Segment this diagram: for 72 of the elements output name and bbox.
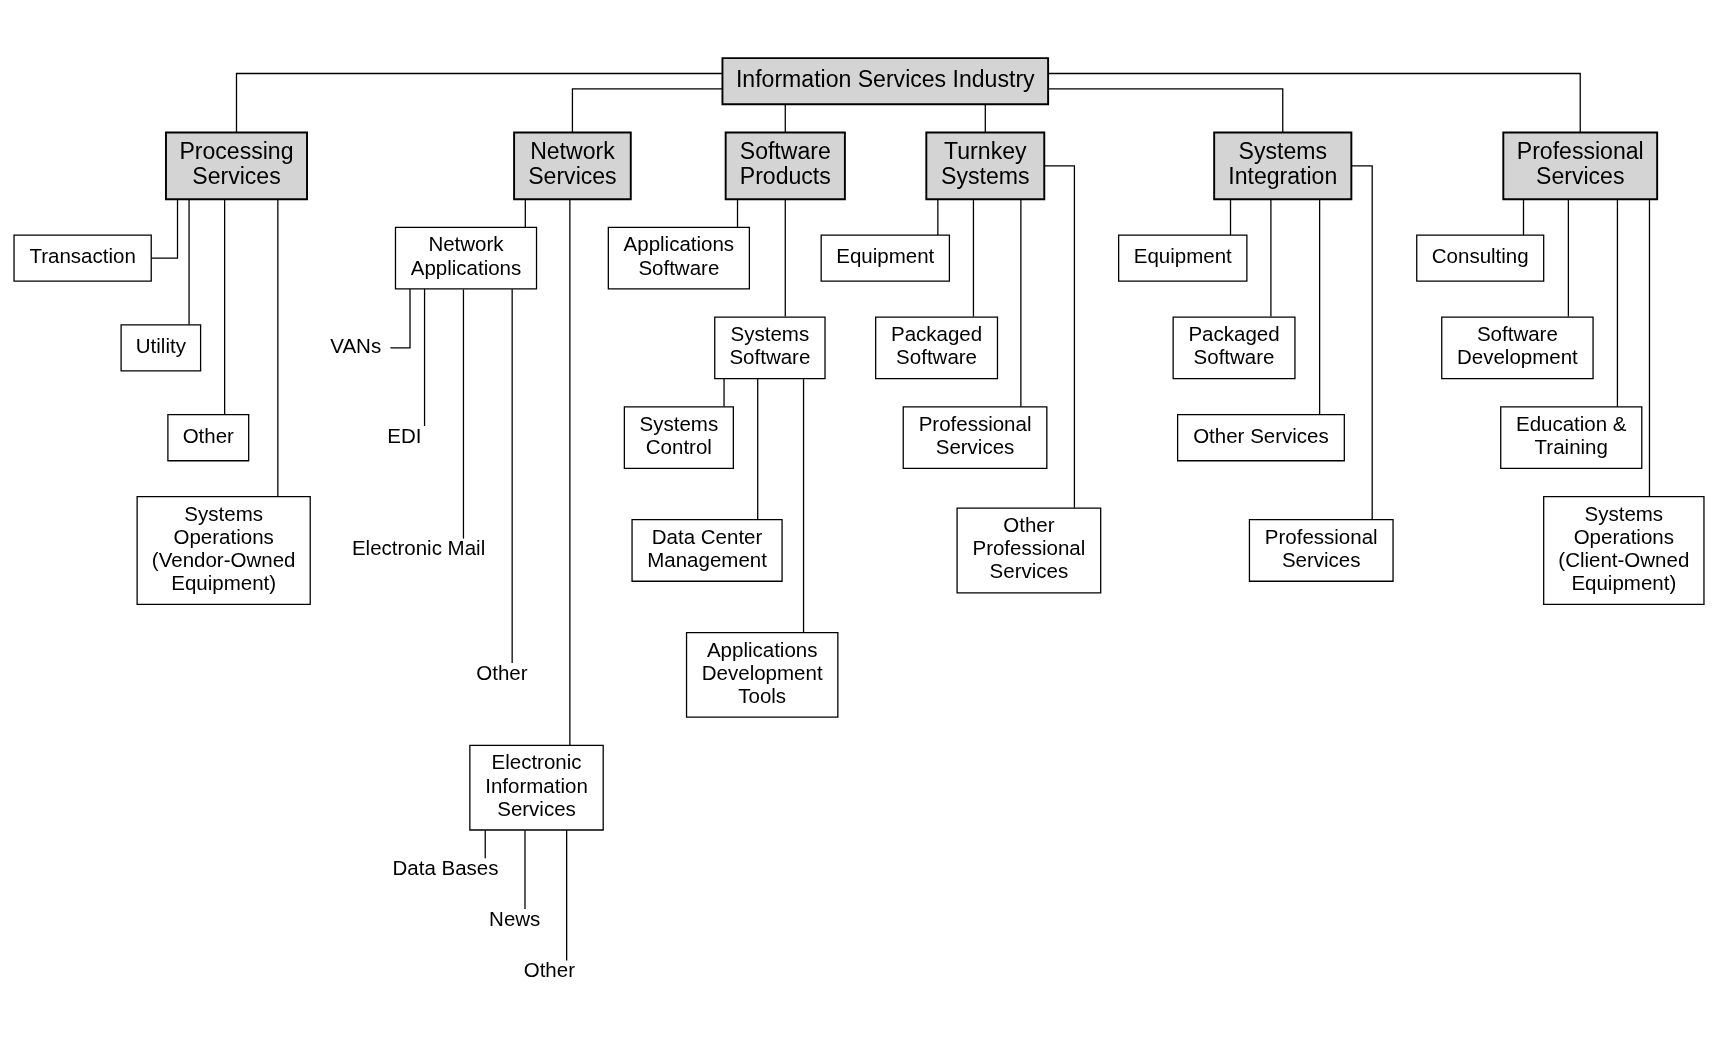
connector [1048,88,1284,133]
node-box: Education & Training [1500,406,1643,470]
connector [1047,72,1581,133]
node-box: Network Applications [394,226,538,290]
connector [784,103,786,133]
connector [1319,199,1321,416]
connector [1229,199,1232,236]
node-box: Packaged Software [875,316,999,380]
connector [235,72,724,133]
connector [389,288,411,349]
connector [224,199,226,416]
node-box: Transaction [13,234,152,282]
node-box: Software Development [1441,316,1594,380]
node-box: Utility [120,324,202,372]
node-text: EDI [387,423,422,447]
connector [566,829,568,962]
connector [757,378,759,521]
connector [524,199,526,228]
node-text: News [489,906,541,930]
node-text: Electronic Mail [351,536,486,560]
node-box: Systems Control [623,406,734,470]
connector [277,198,279,498]
connector [984,103,986,133]
connector [524,829,526,910]
connector [736,199,739,228]
connector [1020,199,1022,408]
node-box: Other Services [1176,413,1345,462]
node-box: Professional Services [1502,131,1659,201]
connector [723,378,725,408]
connector [802,378,805,633]
node-box: Systems Operations (Vendor-Owned Equipment) [136,496,311,605]
node-box: Equipment [1118,234,1248,282]
node-box: Software Products [724,131,846,201]
node-text: VANs [330,333,382,357]
node-box: Systems Operations (Client-Owned Equipment) [1543,496,1705,605]
connector [511,288,513,664]
connector [571,88,724,133]
node-box: Systems Software [714,316,826,380]
connector [484,829,486,859]
node-box: Other Professional Services [956,507,1102,594]
connector [1270,198,1272,318]
connector [150,199,179,259]
node-box: Data Center Management [631,519,783,582]
node-box: Other [167,413,250,462]
node-box: Network Services [513,131,632,201]
connector [937,199,939,236]
node-box: Professional Services [902,406,1048,470]
connector [1616,199,1619,408]
connector [188,198,190,326]
node-box: Systems Integration [1213,131,1353,201]
connector [569,198,571,746]
node-box: Packaged Software [1172,316,1296,380]
node-box: Consulting [1416,234,1545,282]
connector [1648,198,1651,498]
connector [1044,165,1076,509]
node-box: Electronic Information Services [469,744,604,831]
node-box: Applications Development Tools [685,631,839,718]
node-text: Other [476,660,528,684]
connector [423,288,426,427]
connector [1522,199,1525,236]
node-box: Equipment [820,234,951,282]
node-box: Information Services Industry [721,57,1050,106]
node-box: Professional Services [1248,519,1394,582]
node-box: Processing Services [165,131,308,201]
node-box: Turnkey Systems [925,131,1046,201]
connector [462,288,465,540]
node-text: Data Bases [392,855,499,879]
connector [784,198,786,318]
connector [972,198,975,318]
connector [1567,198,1569,318]
node-text: Other [523,958,575,982]
node-box: Applications Software [607,226,750,290]
